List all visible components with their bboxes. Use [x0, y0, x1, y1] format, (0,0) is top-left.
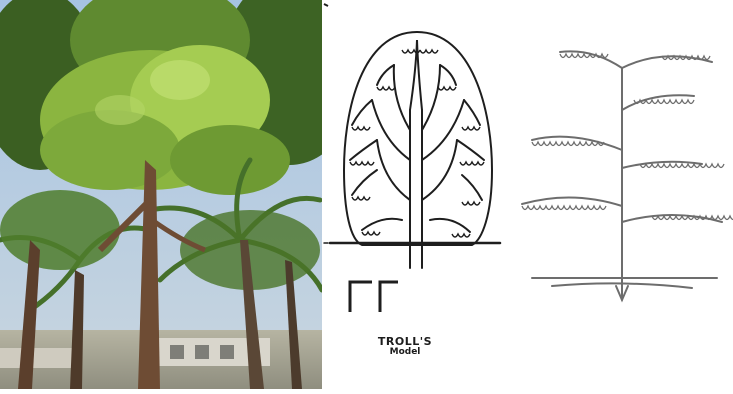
- caption-subtitle: Model: [370, 348, 440, 358]
- troll-model-crown-diagram: [322, 0, 512, 389]
- troll-model-symbol-icon: [350, 282, 398, 312]
- tree-photo-image: [0, 0, 322, 389]
- troll-model-branch-axes-icon: [512, 0, 733, 389]
- troll-model-branch-diagram: [512, 0, 733, 389]
- diagram-caption: TROLL'S Model: [370, 336, 440, 358]
- troll-model-crown-icon: [322, 0, 512, 389]
- tree-photo: [0, 0, 322, 389]
